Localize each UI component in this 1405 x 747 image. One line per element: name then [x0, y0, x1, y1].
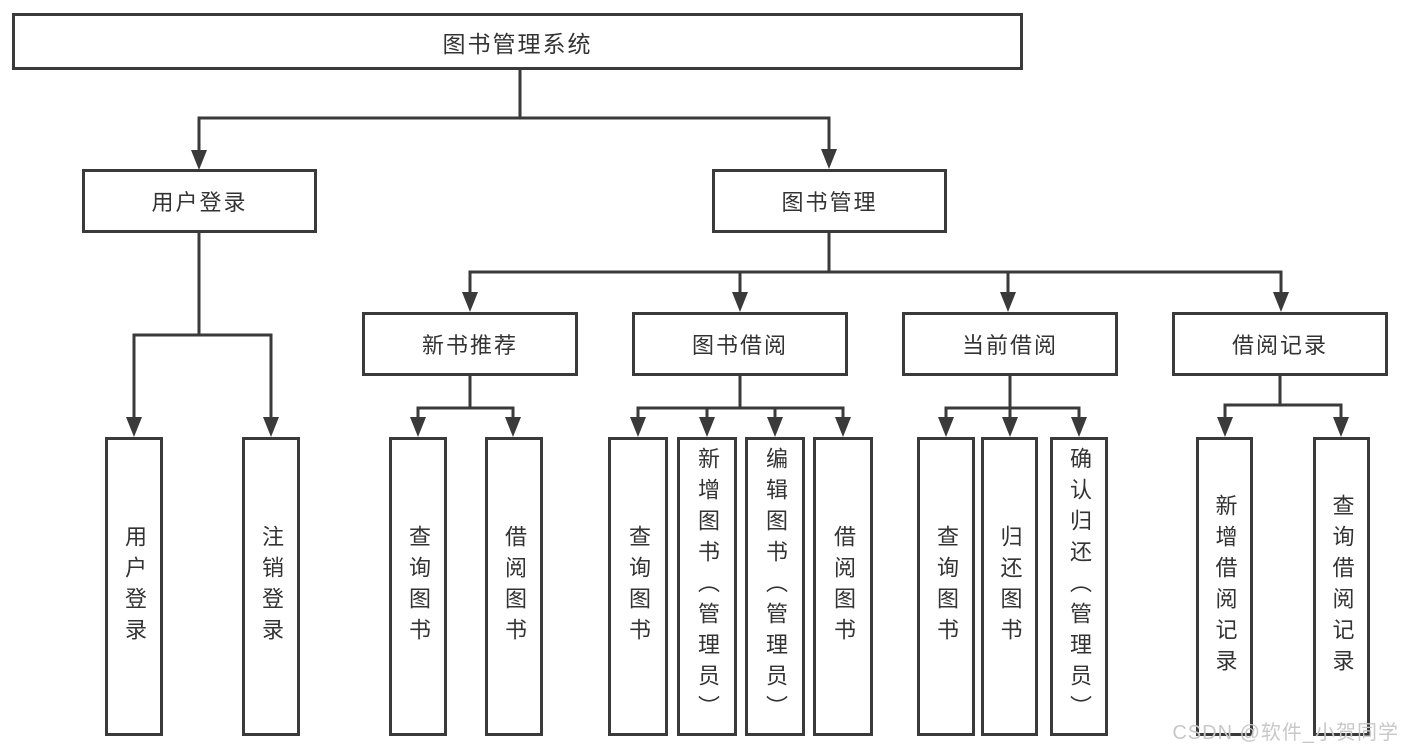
leaf-user-login: 用户登录 — [105, 437, 163, 736]
arrowhead — [1333, 417, 1349, 437]
connector-root-to-level2 — [191, 70, 837, 170]
arrowhead — [126, 417, 142, 437]
leaf-borrow-books-borrowing: 借阅图书 — [813, 437, 873, 736]
leaf-edit-books-admin: 编辑图书（管理员） — [745, 437, 805, 736]
leaf-add-borrow-record: 新增借阅记录 — [1196, 437, 1253, 736]
node-book-management: 图书管理 — [712, 169, 947, 233]
leaf-return-books: 归还图书 — [981, 437, 1038, 736]
leaf-query-books-current: 查询图书 — [917, 437, 975, 736]
node-current-borrowing: 当前借阅 — [902, 312, 1118, 376]
csdn-watermark: CSDN @软件_小贺同学 — [1172, 722, 1399, 744]
arrowhead — [1002, 417, 1018, 437]
leaf-borrow-books-recommend: 借阅图书 — [485, 437, 543, 736]
connector-new-book-recommend-to-leaves — [410, 376, 521, 437]
node-book-borrowing: 图书借阅 — [632, 312, 848, 376]
leaf-query-books-recommend: 查询图书 — [389, 437, 447, 736]
leaf-add-books-admin: 新增图书（管理员） — [677, 437, 737, 736]
arrowhead — [767, 417, 783, 437]
node-book-management-system: 图书管理系统 — [12, 13, 1023, 70]
arrowhead — [410, 417, 426, 437]
arrowhead — [630, 417, 646, 437]
arrowhead — [1217, 417, 1233, 437]
arrowhead — [505, 417, 521, 437]
arrowhead — [938, 417, 954, 437]
arrowhead — [732, 292, 748, 312]
connector-current-borrowing-to-leaves — [938, 376, 1087, 437]
connector-user-login-to-leaves — [126, 233, 279, 437]
arrowhead — [1273, 292, 1289, 312]
arrowhead — [699, 417, 715, 437]
connector-borrow-records-to-leaves — [1217, 374, 1349, 437]
node-new-book-recommend: 新书推荐 — [362, 312, 578, 376]
arrowhead — [821, 149, 837, 169]
arrowhead — [263, 417, 279, 437]
connector-book-management-to-level3 — [462, 233, 1289, 312]
leaf-query-borrow-record: 查询借阅记录 — [1313, 437, 1370, 736]
arrowhead — [1071, 417, 1087, 437]
node-user-login: 用户登录 — [82, 169, 317, 233]
arrowhead — [462, 292, 478, 312]
node-borrow-records: 借阅记录 — [1172, 312, 1388, 376]
arrowhead — [191, 150, 207, 170]
arrowhead — [835, 417, 851, 437]
arrowhead — [1000, 292, 1016, 312]
connector-book-borrowing-to-leaves — [630, 376, 851, 437]
leaf-confirm-return-admin: 确认归还（管理员） — [1050, 437, 1108, 736]
leaf-query-books-borrowing: 查询图书 — [608, 437, 668, 736]
leaf-logout: 注销登录 — [242, 437, 300, 736]
